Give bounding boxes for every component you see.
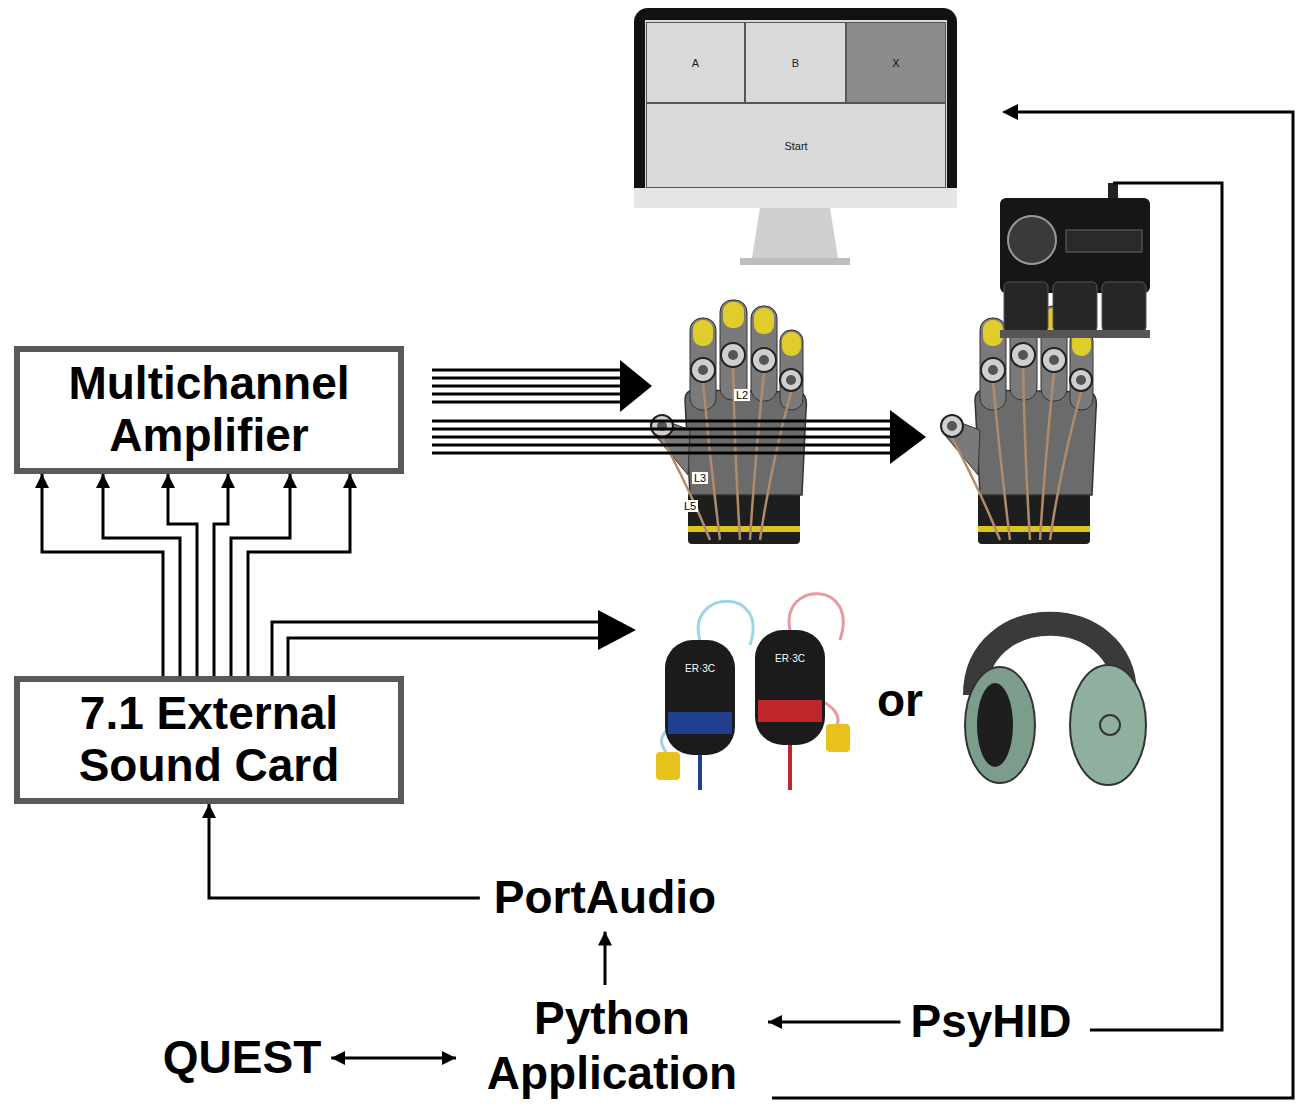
monitor-screen: [645, 20, 947, 188]
device-box: 7.1 External Sound Card: [14, 676, 404, 804]
signal-arrow: [231, 474, 290, 676]
node-text: Start: [784, 140, 807, 152]
monitor-base: [740, 258, 850, 265]
monitor-chin: [634, 188, 957, 208]
software-label: PortAudio: [494, 870, 716, 925]
keypad-wire: [1090, 183, 1222, 1030]
node-text: 7.1 External Sound Card: [20, 688, 398, 791]
keypad-display: [1066, 230, 1142, 252]
tactor-tag: L2: [734, 389, 750, 401]
screen-button: A: [646, 22, 745, 103]
earphone-cable: [698, 755, 702, 790]
node-text: QUEST: [163, 1030, 321, 1085]
node-text: Multichannel Amplifier: [20, 358, 398, 461]
node-text: B: [792, 57, 799, 69]
audio-arrowhead: [598, 610, 636, 650]
bundle-arrowhead: [620, 360, 652, 412]
screen-button: B: [745, 22, 846, 103]
node-text: PsyHID: [910, 994, 1071, 1049]
software-label: Python Application: [462, 991, 762, 1101]
node-text: Python Application: [462, 991, 762, 1101]
earphone-cable: [788, 745, 792, 790]
ear-pad: [977, 683, 1013, 767]
device-box: Multichannel Amplifier: [14, 346, 404, 474]
software-label: QUEST: [163, 1030, 321, 1085]
software-label: PsyHID: [910, 994, 1071, 1049]
earphone-brand: ER·3C: [683, 663, 717, 674]
signal-arrow: [248, 474, 350, 676]
earphone-band: [668, 712, 732, 734]
alternative-word: or: [877, 673, 923, 727]
signal-arrow: [331, 1057, 456, 1060]
keypad-body: [1000, 198, 1150, 293]
node-text: PortAudio: [494, 870, 716, 925]
earphone-band: [758, 700, 822, 722]
ear-cup: [965, 667, 1035, 783]
foam-tip: [656, 752, 680, 780]
keypad-key: [1102, 282, 1146, 332]
keypad-base: [1000, 330, 1150, 338]
bundle-arrowhead: [890, 410, 926, 464]
node-text: X: [892, 57, 899, 69]
ear-cup: [1070, 665, 1146, 785]
earphone-brand: ER·3C: [773, 653, 807, 664]
tactor-tag: L3: [692, 472, 708, 484]
wire-bundle: [432, 421, 892, 453]
audio-wire: [272, 622, 600, 676]
signal-arrow: [768, 1021, 900, 1024]
keypad-key: [1053, 282, 1097, 332]
signal-arrow: [168, 474, 197, 676]
display-wire: [772, 112, 1293, 1098]
tactor-tag: L5: [682, 500, 698, 512]
wire-bundle: [432, 370, 622, 402]
signal-arrow: [214, 474, 228, 676]
foam-tip: [826, 724, 850, 752]
signal-arrow: [603, 932, 606, 985]
earphone-body: [755, 630, 825, 745]
keypad-key: [1004, 282, 1048, 332]
display-arrowhead: [1002, 104, 1018, 120]
earphone-tube: [698, 601, 753, 645]
monitor-stand: [752, 208, 838, 258]
monitor-bezel: [634, 8, 957, 208]
signal-arrow: [209, 804, 480, 898]
screen-button: X: [846, 22, 946, 103]
ear-cup-logo: [1100, 715, 1120, 735]
keypad-knob: [1008, 216, 1056, 264]
earphone-body: [665, 640, 735, 755]
node-text: A: [692, 57, 699, 69]
start-button: Start: [646, 103, 946, 188]
